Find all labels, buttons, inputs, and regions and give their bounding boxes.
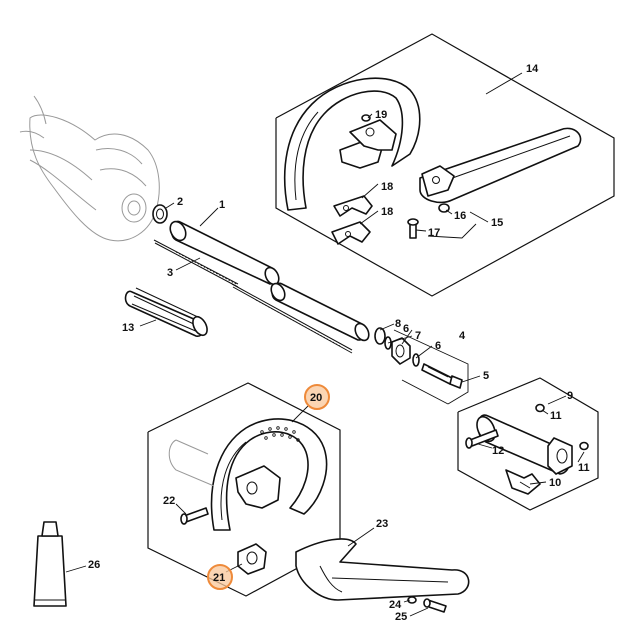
highlight-marker-21[interactable] xyxy=(207,564,233,590)
part-10-wing-nut xyxy=(505,469,541,495)
assembly-frame-14 xyxy=(275,33,615,297)
callout-2[interactable]: 2 xyxy=(177,196,183,208)
assembly-frame-9 xyxy=(457,377,599,511)
part-19-nut xyxy=(361,114,371,122)
callout-14[interactable]: 14 xyxy=(526,63,539,75)
part-12-screw xyxy=(465,429,499,449)
callout-12[interactable]: 12 xyxy=(492,445,504,457)
callout-21[interactable]: 21 xyxy=(213,572,225,584)
part-1-drive-tube-upper xyxy=(169,220,280,286)
callout-15[interactable]: 15 xyxy=(491,217,503,229)
engine-housing-outline xyxy=(19,95,160,242)
callout-18b[interactable]: 18 xyxy=(381,206,393,218)
part-14-loop-handle xyxy=(283,77,421,211)
part-15-support-arm xyxy=(419,127,582,204)
callout-16[interactable]: 16 xyxy=(454,210,466,222)
leader-lines xyxy=(65,72,585,617)
callout-26[interactable]: 26 xyxy=(88,559,100,571)
callout-10[interactable]: 10 xyxy=(549,477,561,489)
callout-25[interactable]: 25 xyxy=(395,611,407,623)
part-25-screw xyxy=(423,598,447,613)
callout-3[interactable]: 3 xyxy=(167,267,173,279)
part-5-screw xyxy=(421,363,463,389)
callout-6b[interactable]: 6 xyxy=(435,340,441,352)
part-9-clamp-body xyxy=(476,414,573,475)
part-7-nut xyxy=(391,337,411,365)
part-18-clamp-upper xyxy=(333,195,373,217)
callout-24[interactable]: 24 xyxy=(389,599,402,611)
highlight-marker-20[interactable] xyxy=(304,384,330,410)
part-11-nut-a xyxy=(535,403,545,413)
callout-17[interactable]: 17 xyxy=(428,227,440,239)
part-18-clamp-lower xyxy=(331,221,371,245)
callout-4[interactable]: 4 xyxy=(459,330,466,342)
part-22-screw xyxy=(180,507,209,525)
callout-20[interactable]: 20 xyxy=(310,392,322,404)
part-21-clamp-ring xyxy=(237,543,267,575)
part-24-nut xyxy=(407,596,417,604)
callout-22[interactable]: 22 xyxy=(163,495,175,507)
callout-labels: 1 2 3 4 5 6 6 7 8 9 10 11 11 12 13 14 15… xyxy=(88,63,590,623)
part-17-screw xyxy=(407,218,419,239)
callout-1[interactable]: 1 xyxy=(219,199,225,211)
part-20-loop-handle xyxy=(168,418,328,531)
part-26-grease-tube xyxy=(33,521,67,607)
grip-texture xyxy=(260,426,300,442)
part-13-bearing-sleeve xyxy=(124,287,208,337)
callout-7[interactable]: 7 xyxy=(415,330,421,342)
part-8-o-ring xyxy=(374,327,386,345)
callout-13[interactable]: 13 xyxy=(122,322,134,334)
part-23-support-arm xyxy=(295,538,470,601)
callout-6a[interactable]: 6 xyxy=(403,323,409,335)
callout-11b[interactable]: 11 xyxy=(578,462,590,474)
part-1-drive-tube-lower xyxy=(270,282,370,342)
callout-23[interactable]: 23 xyxy=(376,518,388,530)
callout-19[interactable]: 19 xyxy=(375,109,387,121)
callout-18a[interactable]: 18 xyxy=(381,181,393,193)
callout-5[interactable]: 5 xyxy=(483,370,489,382)
part-3-drive-shaft-upper xyxy=(153,239,239,288)
part-3-drive-shaft-lower xyxy=(231,283,353,354)
callout-8[interactable]: 8 xyxy=(395,318,401,330)
part-6-washer-b xyxy=(412,353,420,367)
part-2-collar xyxy=(152,204,168,224)
callout-9[interactable]: 9 xyxy=(567,390,573,402)
part-11-nut-b xyxy=(579,441,589,451)
callout-11a[interactable]: 11 xyxy=(550,410,562,422)
